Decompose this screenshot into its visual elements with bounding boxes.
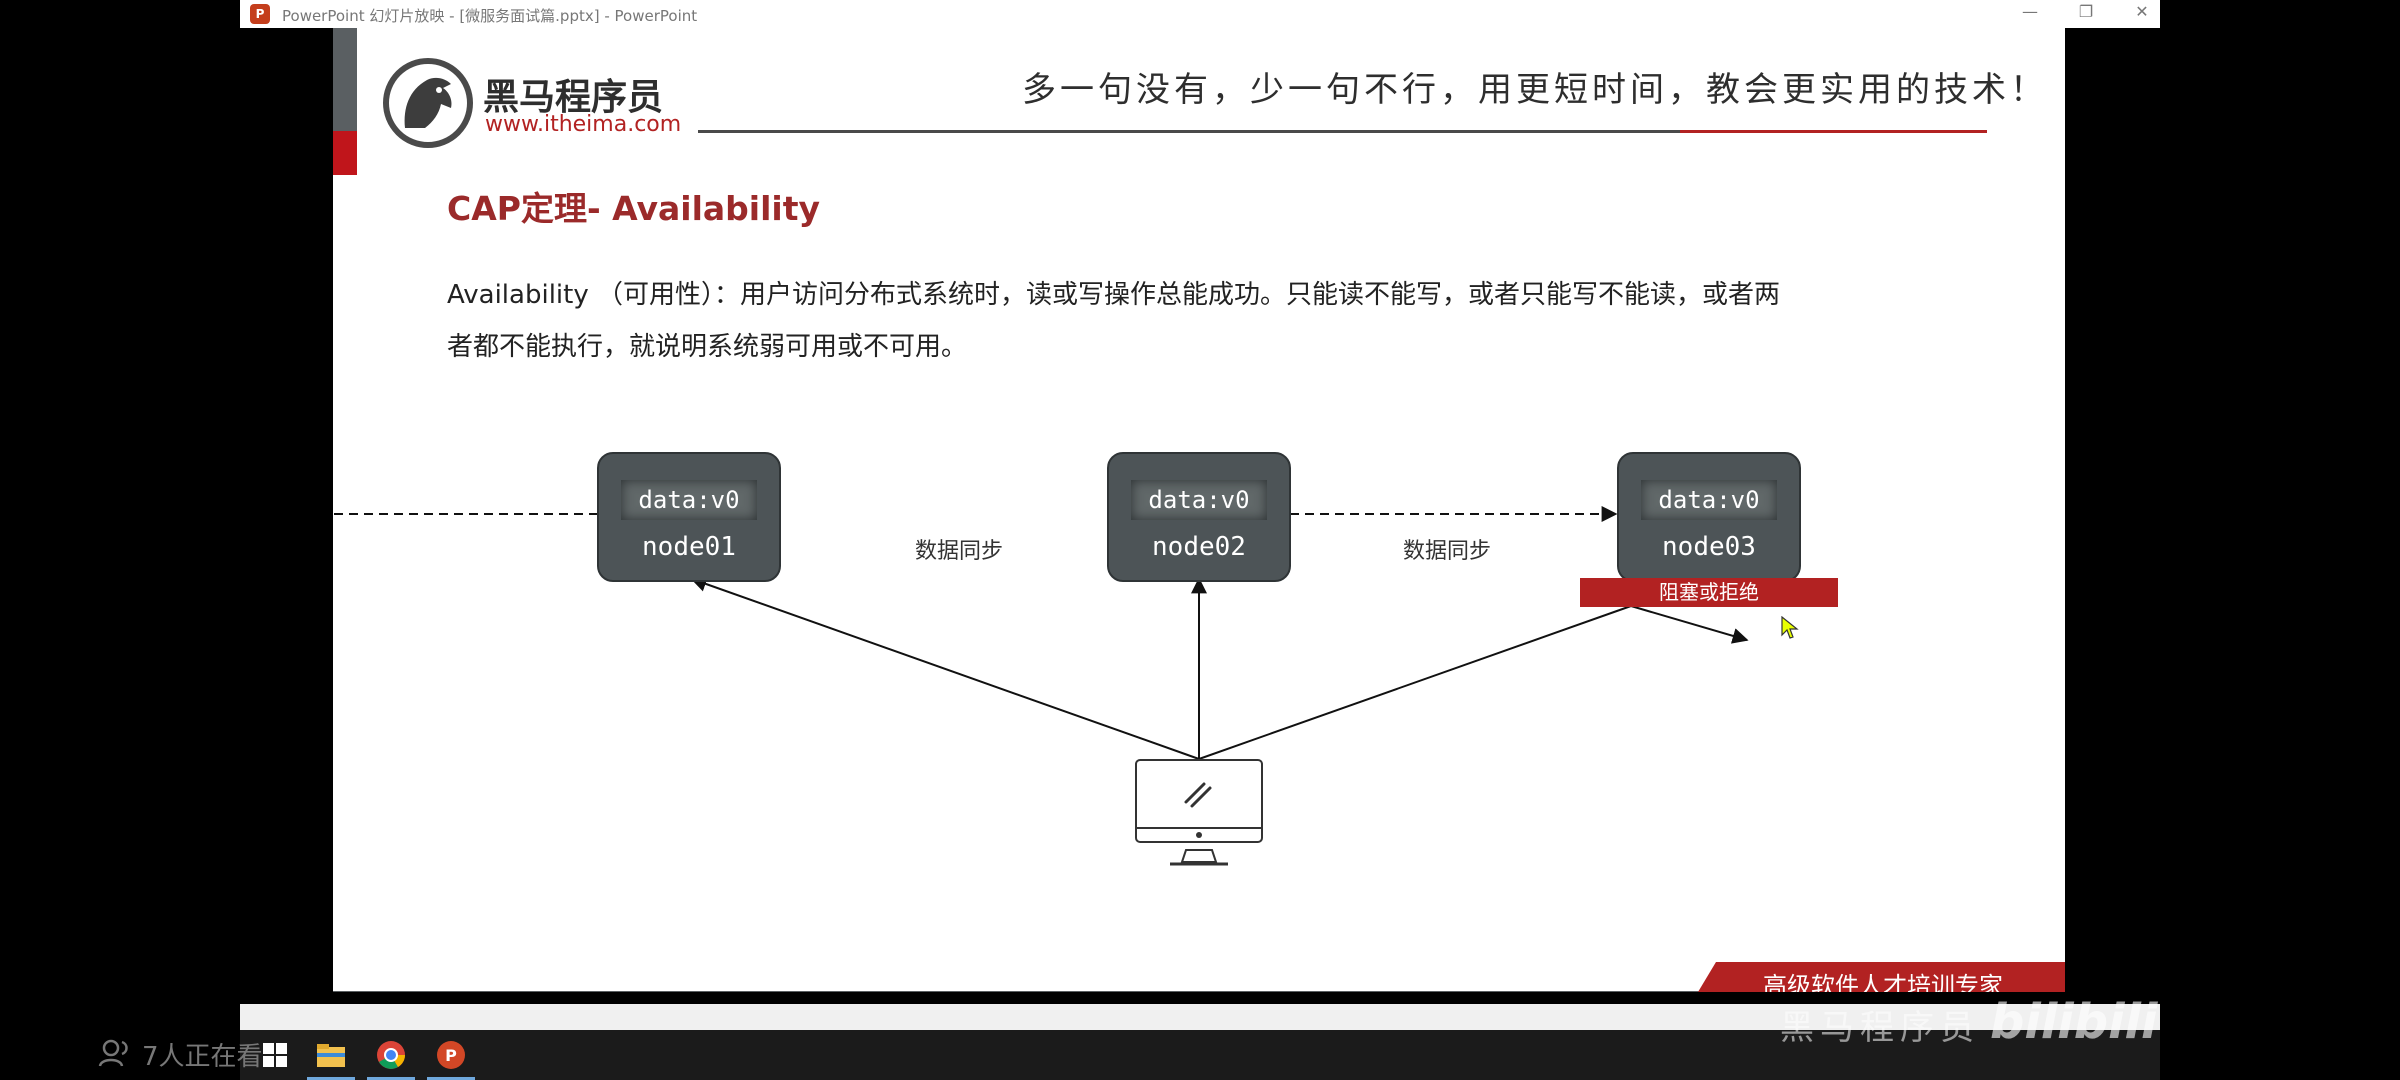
taskbar: P [240, 1030, 2160, 1080]
powerpoint-active-indicator [427, 1077, 475, 1080]
node01-label: node01 [642, 532, 736, 562]
footer-ribbon-shape [1698, 962, 2065, 992]
left-red-bar [333, 131, 357, 175]
svg-text:P: P [445, 1046, 457, 1065]
node02-box: data:v0 node02 [1107, 452, 1291, 582]
powerpoint-taskbar-icon[interactable]: P [434, 1038, 468, 1072]
header-rule [698, 130, 1680, 133]
footer-tagline: 高级软件人才培训专家 [1763, 972, 2003, 992]
node01-box: data:v0 node01 [597, 452, 781, 582]
body-text-line-2: 者都不能执行，就说明系统弱可用或不可用。 [447, 332, 968, 362]
mouse-cursor-icon [1781, 616, 1799, 639]
client-computer-icon [1135, 759, 1263, 866]
node02-data: data:v0 [1131, 480, 1267, 520]
body-text-line-1: Availability （可用性）：用户访问分布式系统时，读或写操作总能成功。… [447, 280, 1780, 310]
left-gray-bar [333, 28, 357, 131]
footer-bar [333, 991, 2065, 992]
minimize-icon[interactable]: — [2022, 2, 2038, 21]
slide-canvas[interactable]: 黑马程序员 www.itheima.com 多一句没有，少一句不行，用更短时间，… [333, 28, 2065, 992]
slide-title: CAP定理- Availability [447, 189, 821, 228]
chrome-active-indicator [367, 1077, 415, 1080]
header-rule-accent [1680, 130, 1987, 133]
rejected-arrow [1630, 605, 1749, 644]
diagram-connectors [333, 506, 1749, 760]
client-to-node01 [690, 576, 1200, 760]
node03-label: node03 [1662, 532, 1756, 562]
sync-label-1: 数据同步 [915, 539, 1004, 564]
horse-logo-icon [383, 58, 473, 148]
window-title: PowerPoint 幻灯片放映 - [微服务面试篇.pptx] - Power… [282, 7, 698, 25]
file-explorer-icon[interactable] [314, 1038, 348, 1072]
node02-label: node02 [1152, 532, 1246, 562]
watermark-text: 黑马程序员 [1780, 1008, 1980, 1048]
viewers-icon [98, 1039, 128, 1067]
explorer-active-indicator [307, 1077, 355, 1080]
brand-url: www.itheima.com [485, 112, 682, 137]
window-title-bar: P PowerPoint 幻灯片放映 - [微服务面试篇.pptx] - Pow… [240, 0, 2160, 28]
windows-start-icon[interactable] [258, 1038, 292, 1072]
viewer-count: 7人正在看 [142, 1042, 263, 1072]
node03-box: data:v0 node03 [1617, 452, 1801, 582]
close-icon[interactable]: ✕ [2135, 2, 2149, 21]
slogan: 多一句没有，少一句不行，用更短时间，教会更实用的技术！ [1022, 70, 2048, 110]
blocked-badge: 阻塞或拒绝 [1580, 578, 1838, 607]
restore-icon[interactable]: ❐ [2078, 2, 2094, 21]
bilibili-watermark: bilibili [1990, 994, 2158, 1050]
sync-label-2: 数据同步 [1403, 539, 1492, 564]
chrome-icon[interactable] [374, 1038, 408, 1072]
node03-data: data:v0 [1641, 480, 1777, 520]
client-to-node03 [1198, 605, 1632, 760]
brand-name: 黑马程序员 [483, 77, 664, 118]
powerpoint-icon: P [250, 4, 270, 24]
slideshow-status-strip [240, 1004, 2160, 1030]
node01-data: data:v0 [621, 480, 757, 520]
